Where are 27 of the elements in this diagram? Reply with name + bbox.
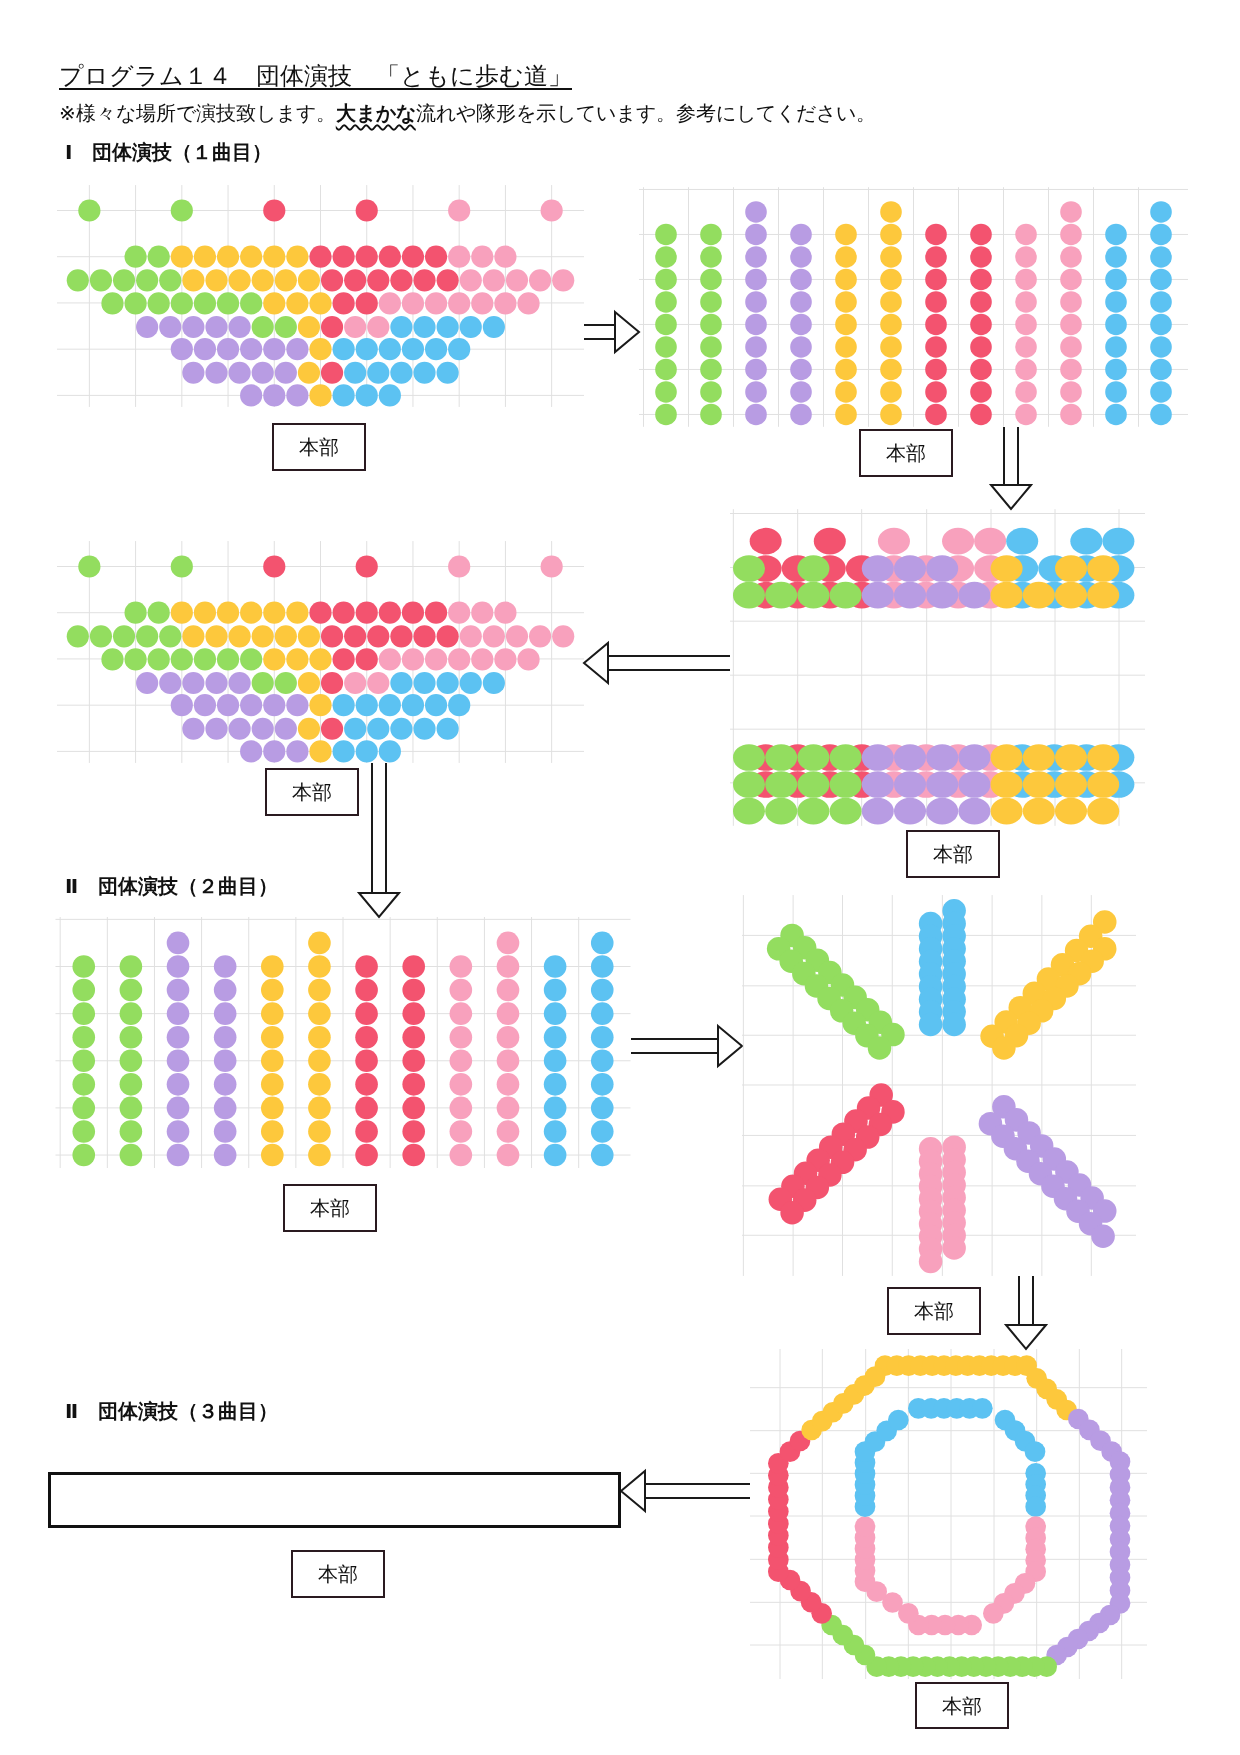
empty-frame xyxy=(48,1472,621,1528)
arrow xyxy=(583,642,730,684)
headquarters-box: 本部 xyxy=(291,1550,385,1598)
arrow xyxy=(358,763,400,918)
formation-diagram xyxy=(55,917,631,1168)
arrow xyxy=(990,427,1032,510)
arrow xyxy=(1005,1276,1047,1350)
arrow xyxy=(584,311,640,353)
headquarters-box: 本部 xyxy=(906,830,1000,878)
formation-diagram xyxy=(742,895,1136,1276)
headquarters-box: 本部 xyxy=(265,768,359,816)
arrow xyxy=(620,1470,750,1512)
headquarters-box: 本部 xyxy=(272,423,366,471)
arrow xyxy=(631,1025,743,1067)
headquarters-box: 本部 xyxy=(283,1184,377,1232)
section-heading: Ⅱ 団体演技（２曲目） xyxy=(65,874,279,898)
formation-diagram xyxy=(639,187,1188,427)
formation-diagram xyxy=(730,509,1145,826)
formation-diagram xyxy=(750,1349,1147,1679)
section-heading: Ⅱ 団体演技（３曲目） xyxy=(65,1399,279,1423)
title: プログラム１４ 団体演技 「ともに歩む道」 xyxy=(59,62,572,91)
headquarters-box: 本部 xyxy=(915,1682,1009,1729)
formation-diagram xyxy=(57,185,584,407)
headquarters-box: 本部 xyxy=(859,429,953,477)
headquarters-box: 本部 xyxy=(887,1287,981,1335)
section-heading: Ⅰ 団体演技（１曲目） xyxy=(65,140,273,164)
formation-diagram xyxy=(57,541,584,763)
